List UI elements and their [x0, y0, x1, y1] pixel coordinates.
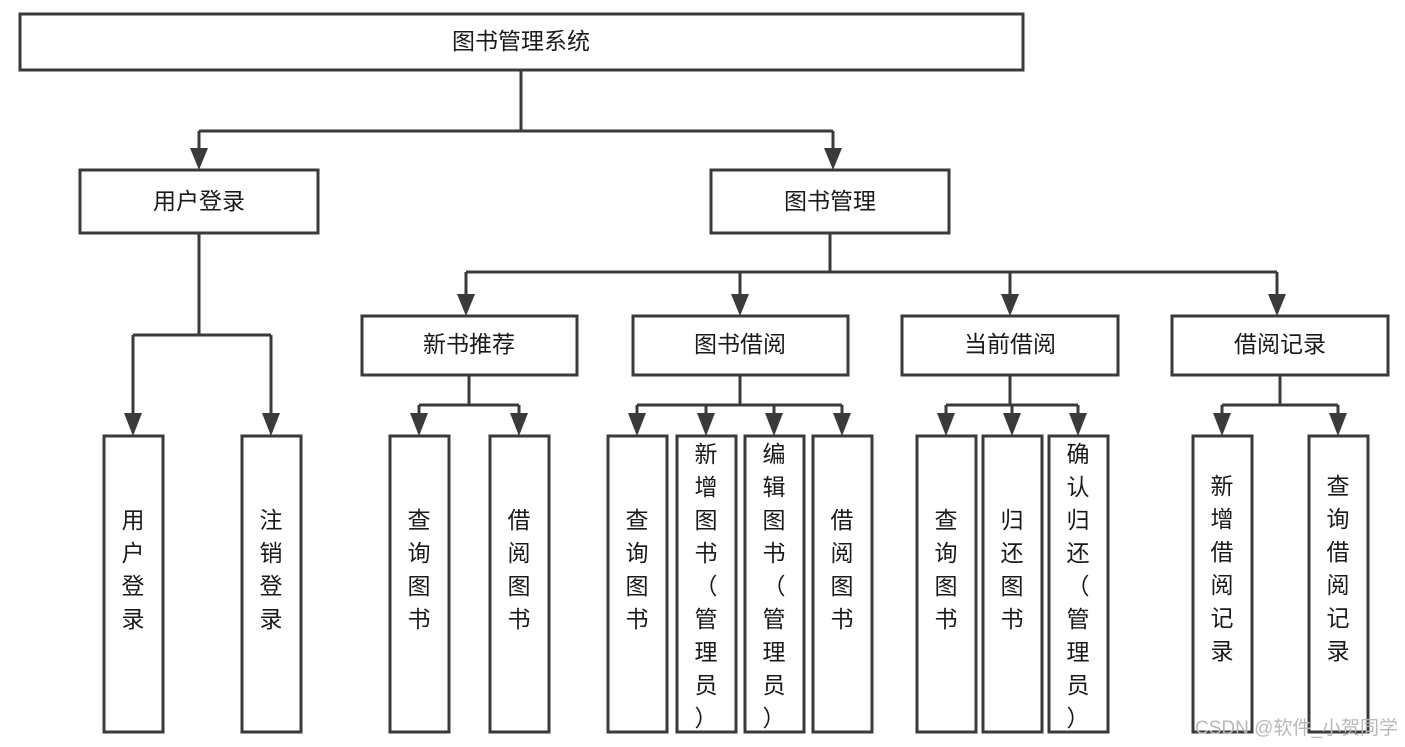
node-leaf-add-record[interactable]: 新增借阅记录: [1191, 434, 1254, 734]
arrow-head-leaf-logout: [262, 413, 280, 436]
connector-group-root: [190, 70, 842, 170]
node-new-book-rec[interactable]: 新书推荐: [360, 314, 579, 377]
arrow-head-borrow-record: [1268, 294, 1286, 316]
arrow-head-leaf-edit-book: [765, 413, 783, 436]
node-leaf-logout-label: 注销登录: [260, 507, 283, 632]
node-leaf-query-book-2-box[interactable]: [606, 434, 669, 734]
connector-group-current-borrow: [937, 375, 1087, 436]
node-leaf-query-book-3-box[interactable]: [915, 434, 978, 734]
node-leaf-add-book-box[interactable]: [675, 434, 738, 734]
arrow-head-leaf-confirm-return: [1069, 413, 1087, 436]
node-current-borrow[interactable]: 当前借阅: [900, 314, 1120, 377]
node-leaf-confirm-return[interactable]: 确认归还（管理员）: [1047, 434, 1110, 734]
node-leaf-borrow-book-1-box[interactable]: [488, 434, 551, 734]
node-book-manage[interactable]: 图书管理: [709, 168, 951, 235]
node-leaf-borrow-book-2[interactable]: 借阅图书: [811, 434, 874, 734]
arrow-head-book-manage: [824, 148, 842, 170]
node-root-label: 图书管理系统: [452, 28, 590, 54]
node-leaf-query-book-3-label: 查询图书: [935, 507, 958, 632]
node-leaf-borrow-book-1-label: 借阅图书: [508, 507, 531, 632]
arrow-head-leaf-query-book-1: [410, 413, 428, 436]
node-leaf-query-book-2-label: 查询图书: [626, 507, 649, 632]
node-leaf-query-book-2[interactable]: 查询图书: [606, 434, 669, 734]
arrow-head-book-borrow: [731, 294, 749, 316]
node-root[interactable]: 图书管理系统: [18, 12, 1025, 72]
node-leaf-edit-book[interactable]: 编辑图书（管理员）: [743, 434, 806, 734]
arrow-head-leaf-borrow-book-1: [510, 413, 528, 436]
node-leaf-query-book-1-box[interactable]: [388, 434, 451, 734]
node-current-borrow-label: 当前借阅: [964, 331, 1056, 357]
node-leaf-return-book-label: 归还图书: [1001, 507, 1024, 632]
node-borrow-record-label: 借阅记录: [1234, 331, 1326, 357]
node-user-login-box[interactable]: [78, 168, 320, 235]
node-leaf-add-record-label: 新增借阅记录: [1211, 473, 1234, 664]
node-book-manage-box[interactable]: [709, 168, 951, 235]
node-leaf-query-record[interactable]: 查询借阅记录: [1307, 434, 1370, 734]
arrow-head-leaf-add-book: [697, 413, 715, 436]
arrow-head-user-login: [190, 148, 208, 170]
node-leaf-return-book-box[interactable]: [981, 434, 1044, 734]
node-leaf-edit-book-box[interactable]: [743, 434, 806, 734]
node-leaf-borrow-book-2-box[interactable]: [811, 434, 874, 734]
connector-group-borrow-record: [1213, 375, 1347, 436]
node-user-login-label: 用户登录: [153, 188, 245, 214]
node-root-box[interactable]: [18, 12, 1025, 72]
node-user-login[interactable]: 用户登录: [78, 168, 320, 235]
node-book-manage-label: 图书管理: [784, 188, 876, 214]
node-leaf-user-login[interactable]: 用户登录: [102, 434, 165, 734]
node-leaf-edit-book-label: 编辑图书（管理员）: [763, 441, 786, 731]
node-new-book-rec-box[interactable]: [360, 314, 579, 377]
node-leaf-logout[interactable]: 注销登录: [240, 434, 303, 734]
arrow-head-leaf-user-login: [124, 413, 142, 436]
node-current-borrow-box[interactable]: [900, 314, 1120, 377]
node-leaf-add-record-box[interactable]: [1191, 434, 1254, 734]
node-leaf-user-login-label: 用户登录: [122, 507, 145, 632]
node-new-book-rec-label: 新书推荐: [423, 331, 515, 357]
node-leaf-borrow-book-2-label: 借阅图书: [831, 507, 854, 632]
csdn-watermark: CSDN @软件_小贺同学: [1195, 717, 1398, 739]
node-leaf-logout-box[interactable]: [240, 434, 303, 734]
connector-group-book-manage: [457, 233, 1286, 316]
node-leaf-query-book-1[interactable]: 查询图书: [388, 434, 451, 734]
node-borrow-record-box[interactable]: [1170, 314, 1390, 377]
connector-group-user-login: [124, 233, 280, 436]
node-borrow-record[interactable]: 借阅记录: [1170, 314, 1390, 377]
arrow-head-new-book-rec: [457, 294, 475, 316]
arrow-head-current-borrow: [1001, 294, 1019, 316]
node-leaf-borrow-book-1[interactable]: 借阅图书: [488, 434, 551, 734]
arrow-head-leaf-add-record: [1213, 413, 1231, 436]
node-book-borrow[interactable]: 图书借阅: [631, 314, 850, 377]
node-leaf-add-book[interactable]: 新增图书（管理员）: [675, 434, 738, 734]
node-book-borrow-label: 图书借阅: [694, 331, 786, 357]
arrow-head-leaf-query-book-3: [937, 413, 955, 436]
node-book-borrow-box[interactable]: [631, 314, 850, 377]
arrow-head-leaf-query-book-2: [628, 413, 646, 436]
node-leaf-user-login-box[interactable]: [102, 434, 165, 734]
node-leaf-confirm-return-box[interactable]: [1047, 434, 1110, 734]
node-leaf-query-book-1-label: 查询图书: [408, 507, 431, 632]
arrow-head-leaf-borrow-book-2: [833, 413, 851, 436]
node-leaf-query-record-box[interactable]: [1307, 434, 1370, 734]
connector-group-new-book-rec: [410, 375, 528, 436]
node-leaf-query-book-3[interactable]: 查询图书: [915, 434, 978, 734]
node-leaf-return-book[interactable]: 归还图书: [981, 434, 1044, 734]
arrow-head-leaf-query-record: [1329, 413, 1347, 436]
node-leaf-query-record-label: 查询借阅记录: [1327, 473, 1350, 664]
node-leaf-add-book-label: 新增图书（管理员）: [695, 441, 718, 731]
node-leaf-confirm-return-label: 确认归还（管理员）: [1067, 441, 1090, 731]
arrow-head-leaf-return-book: [1003, 413, 1021, 436]
connector-group-book-borrow: [628, 375, 851, 436]
